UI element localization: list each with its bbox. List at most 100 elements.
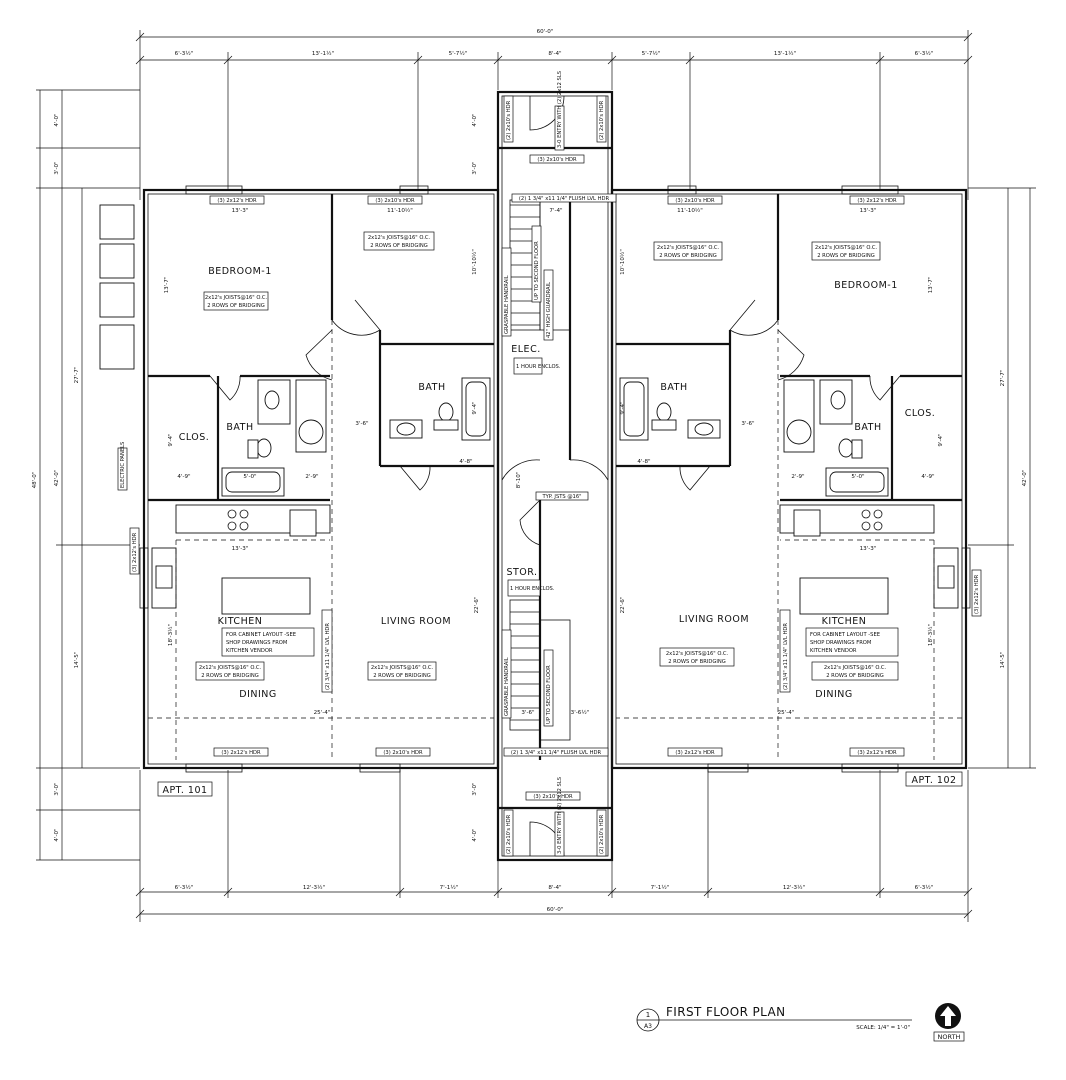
label-elec: ELEC.: [511, 344, 540, 355]
handrail-bottom: GRASPABLE HANDRAIL: [504, 657, 510, 716]
dim-102-clos-h: 9'-4": [938, 433, 944, 447]
dim-right-main: 42'-0": [1022, 469, 1028, 486]
hdr-top-2: (3) 2x10's HDR: [375, 198, 415, 204]
hdr-core-bl: (2) 2x10's HDR: [506, 814, 512, 854]
entry-top: 3-0 ENTRY WITH (2) 2x12 SLS: [557, 71, 563, 148]
dim-102-liv-depth: 22'-6": [620, 596, 626, 613]
dim-102-bath: 3'-6": [741, 421, 755, 427]
flush-lvl-bottom: (2) 1 3/4" x11 1/4" FLUSH LVL HDR: [511, 750, 602, 756]
label-apt-101: APT. 101: [162, 785, 207, 796]
joist-102-bed-b: 2 ROWS OF BRIDGING: [817, 253, 875, 259]
title-scale: SCALE: 1/4" = 1'-0": [856, 1025, 910, 1031]
dim-102-kit-h: 18'-3½": [927, 623, 934, 646]
top-dimensions: 60'-0" 6'-3½" 13'-1½" 5'-7½" 8'-4" 5'-7½…: [135, 29, 973, 200]
joist-101-din-a: 2x12's JOISTS@16" O.C.: [199, 665, 262, 671]
dim-102-tub: 5'-0": [851, 474, 865, 480]
title-number: 1: [646, 1011, 650, 1019]
north-label: NORTH: [938, 1033, 961, 1041]
dim-101-clos-w: 4'-9": [177, 474, 191, 480]
label-kitchen-101: KITCHEN: [218, 616, 263, 627]
dim-101-bath: 3'-6": [355, 421, 369, 427]
room-labels: BEDROOM-1 BATH CLOS. BATH KITCHEN LIVING…: [157, 266, 963, 797]
dim-bottom-5: 7'-1½": [651, 884, 670, 891]
apt-101-interior: [148, 194, 494, 760]
dim-corridor: 8'-10": [516, 471, 522, 488]
dim-left-lower: 14'-5": [74, 651, 80, 668]
label-bedroom-102: BEDROOM-1: [834, 280, 898, 291]
up-second-top: UP TO SECOND FLOOR: [534, 241, 540, 300]
label-clos-101: CLOS.: [179, 432, 210, 443]
cabinet-102-1: FOR CABINET LAYOUT -SEE: [810, 632, 880, 638]
dim-left-mid: 27'-7": [74, 366, 80, 383]
dim-101-width: 25'-4": [314, 710, 331, 716]
apt-101-bath-2: [378, 330, 494, 491]
hdr-101-side: (3) 2x12's HDR: [132, 532, 138, 572]
dim-left-bottom2: 4'-0": [54, 828, 60, 842]
title-text: FIRST FLOOR PLAN: [666, 1005, 786, 1019]
dim-right-lower: 14'-5": [1000, 651, 1006, 668]
dim-stair-36: 3'-6": [521, 710, 535, 716]
hdr-top-4: (3) 2x12's HDR: [857, 198, 897, 204]
dim-101-29: 2'-9": [305, 474, 319, 480]
label-bath2-102: BATH: [660, 382, 687, 393]
dim-102-kit-w: 13'-3": [860, 546, 877, 552]
dim-102-bed-w: 13'-3": [860, 208, 877, 214]
dim-102-29: 2'-9": [791, 474, 805, 480]
label-apt-102: APT. 102: [911, 775, 956, 786]
up-second-bottom: UP TO SECOND FLOOR: [546, 665, 552, 724]
electric-panels: ELECTRIC PANELS: [99, 204, 135, 491]
dim-bottom-7: 6'-3½": [915, 884, 934, 891]
structural-notes: (3) 2x12's HDR (3) 2x10's HDR (3) 2x10's…: [129, 71, 982, 857]
label-bath2-101: BATH: [418, 382, 445, 393]
hdr-stair-top: (3) 2x10's HDR: [537, 157, 577, 163]
dim-stair-36b: 3'-6½": [571, 709, 590, 716]
dim-top-7: 6'-3½": [915, 50, 934, 57]
dim-overall-bottom: 60'-0": [547, 907, 564, 913]
dim-left-main: 42'-0": [54, 469, 60, 486]
dim-101-bed-w: 13'-3": [232, 208, 249, 214]
dim-102-bath2-h: 9'-4": [620, 401, 626, 415]
cabinet-102-2: SHOP DRAWINGS FROM: [810, 640, 871, 646]
hdr-top-3: (3) 2x10's HDR: [675, 198, 715, 204]
dim-102-width: 25'-4": [778, 710, 795, 716]
hdr-top-1: (3) 2x12's HDR: [217, 198, 257, 204]
hour-enclos-stor: 1 HOUR ENCLOS.: [510, 586, 555, 592]
hdr-102-side: (3) 2x12's HDR: [974, 574, 980, 614]
joist-102-liv2-b: 2 ROWS OF BRIDGING: [668, 659, 726, 665]
hdr-bottom-4: (3) 2x12's HDR: [857, 750, 897, 756]
label-living-101: LIVING ROOM: [381, 616, 451, 627]
apt-102-interior: [616, 194, 962, 760]
label-bath-102: BATH: [854, 422, 881, 433]
hdr-bottom-1: (3) 2x12's HDR: [221, 750, 261, 756]
dim-101-kit-h: 18'-3½": [167, 623, 174, 646]
bottom-dimensions: 6'-3½" 12'-3½" 7'-1½" 8'-4" 7'-1½" 12'-3…: [135, 770, 973, 922]
right-dimensions: 27'-7" 14'-5" 42'-0": [968, 187, 1036, 769]
dim-core-bot2: 4'-0": [472, 828, 478, 842]
cabinet-101-3: KITCHEN VENDOR: [226, 648, 273, 654]
dim-top-6: 13'-1½": [774, 50, 797, 57]
flush-lvl-top: (2) 1 3/4" x11 1/4" FLUSH LVL HDR: [519, 196, 610, 202]
dim-102-clos-w: 4'-9": [921, 474, 935, 480]
dim-bottom-1: 6'-3½": [175, 884, 194, 891]
left-dimensions: 48'-0" 4'-0" 3'-0" 42'-0" 3'-0" 4'-0" 27…: [32, 89, 140, 861]
hdr-bottom-3: (3) 2x12's HDR: [675, 750, 715, 756]
dim-bottom-6: 12'-3½": [783, 884, 806, 891]
title-block: 1 A3 FIRST FLOOR PLAN SCALE: 1/4" = 1'-0…: [636, 1005, 912, 1032]
dim-101-tub: 5'-0": [243, 474, 257, 480]
hour-enclos-elec: 1 HOUR ENCLOS.: [516, 364, 561, 370]
hdr-stair-bottom: (3) 2x10's HDR: [533, 794, 573, 800]
label-bedroom-101: BEDROOM-1: [208, 266, 272, 277]
hdr-core-br: (2) 2x10's HDR: [599, 814, 605, 854]
dim-bottom-3: 7'-1½": [440, 884, 459, 891]
label-living-102: LIVING ROOM: [679, 614, 749, 625]
electric-panels-label: ELECTRIC PANELS: [120, 442, 126, 488]
joist-101-bed-b: 2 ROWS OF BRIDGING: [207, 303, 265, 309]
dim-left-outer: 48'-0": [32, 471, 38, 488]
dim-top-4: 8'-4": [548, 51, 562, 57]
joist-102-liv2-a: 2x12's JOISTS@16" O.C.: [666, 651, 729, 657]
label-dining-102: DINING: [815, 689, 853, 700]
label-clos-102: CLOS.: [905, 408, 936, 419]
dim-101-liv-h: 10'-10½": [471, 249, 478, 275]
label-dining-101: DINING: [239, 689, 277, 700]
dim-102-bath-48: 4'-8": [637, 459, 651, 465]
